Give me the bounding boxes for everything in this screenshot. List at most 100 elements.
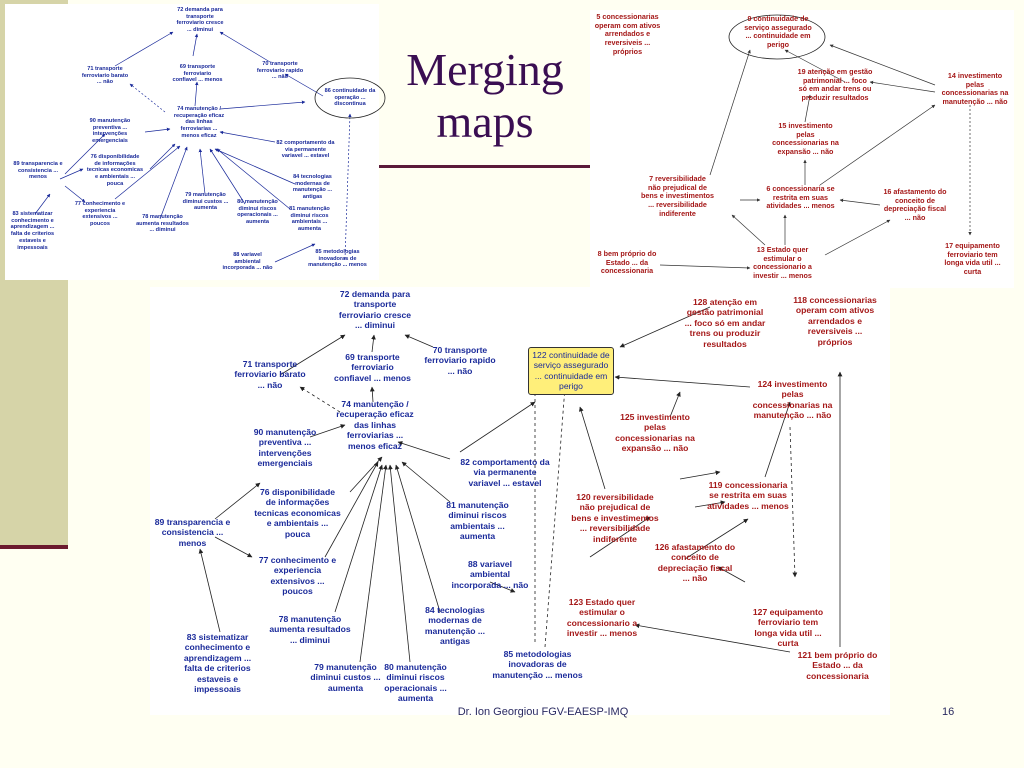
map-node: 124 investimento pelas concessionarias n… bbox=[752, 379, 833, 421]
map-node: 81 manutenção diminui riscos ambientais … bbox=[289, 206, 330, 233]
link bbox=[394, 464, 441, 613]
map-node: 76 disponibilidade de informações tecnic… bbox=[254, 487, 341, 539]
map-node: 71 transporte ferroviario barato ... não bbox=[234, 359, 306, 390]
map-node: 74 manutenção / recuperação eficaz das l… bbox=[173, 106, 225, 139]
link bbox=[824, 219, 891, 256]
link bbox=[679, 470, 721, 480]
map-node: 17 equipamento ferroviario tem longa vid… bbox=[944, 241, 1001, 276]
map-node: 14 investimento pelas concessionarias na… bbox=[941, 71, 1009, 106]
map-node: 86 continuidade da operação ... disconti… bbox=[324, 88, 376, 108]
map-node: 78 manutenção aumenta resultados ... dim… bbox=[269, 614, 351, 645]
link bbox=[149, 143, 176, 170]
link bbox=[219, 130, 276, 143]
link bbox=[359, 464, 388, 663]
link bbox=[324, 461, 379, 558]
map-node: 19 atenção em gestão patrimonial ... foc… bbox=[797, 67, 873, 102]
map-node: 72 demanda para transporte ferroviario c… bbox=[338, 289, 412, 331]
link bbox=[544, 386, 568, 648]
link bbox=[34, 193, 51, 215]
link bbox=[784, 49, 846, 83]
link bbox=[129, 83, 166, 113]
map-node: 128 atenção em gestão patrimonial ... fo… bbox=[684, 297, 766, 349]
map-node: 118 concessionarias operam com ativos ar… bbox=[793, 295, 877, 347]
map-node: 85 metodologias inovadoras de manutenção… bbox=[308, 249, 367, 269]
map-node: 88 variavel ambiental incorporada ... nã… bbox=[222, 252, 273, 272]
map-node: 123 Estado quer estimular o concessionar… bbox=[566, 597, 638, 639]
link bbox=[209, 148, 246, 205]
map-node: 77 conhecimento e experiencia extensivos… bbox=[74, 201, 126, 228]
link bbox=[114, 145, 181, 200]
map-node: 82 comportamento da via permanente varia… bbox=[460, 457, 550, 488]
map-node: 71 transporte ferroviario barato ... não bbox=[81, 66, 129, 86]
map-node: 121 bem próprio do Estado ... da concess… bbox=[797, 650, 878, 681]
map-node: 89 transparencia e consistencia ... meno… bbox=[13, 161, 63, 181]
map-node: 70 transporte ferroviario rapido ... não bbox=[256, 61, 304, 81]
link bbox=[804, 94, 812, 123]
title-divider bbox=[378, 165, 593, 168]
link bbox=[684, 518, 749, 560]
map-node: 120 reversibilidade não prejudical de be… bbox=[571, 492, 659, 544]
map-node: 70 transporte ferroviario rapido ... não bbox=[424, 345, 496, 376]
link bbox=[669, 391, 681, 418]
slide-title-line1: Merging bbox=[406, 44, 564, 95]
link bbox=[216, 148, 291, 210]
link bbox=[214, 536, 253, 558]
map-top-right-links bbox=[659, 14, 972, 270]
map-node: 125 investimento pelas concessionarias n… bbox=[615, 412, 695, 454]
link bbox=[192, 33, 199, 57]
link bbox=[717, 566, 746, 583]
slide-title-line2: maps bbox=[436, 96, 534, 147]
map-node: 69 transporte ferroviario confiavel ... … bbox=[172, 64, 223, 84]
map-node: 15 investimento pelas concessionarias na… bbox=[772, 121, 839, 156]
footer-author: Dr. Ion Georgiou FGV-EAESP-IMQ bbox=[457, 706, 629, 718]
left-accent-line bbox=[0, 545, 68, 549]
link bbox=[404, 334, 434, 348]
link bbox=[694, 500, 726, 508]
link bbox=[459, 401, 536, 453]
map-node: 79 manutenção diminui custos ... aumenta bbox=[182, 192, 229, 212]
map-node: 127 equipamento ferroviario tem longa vi… bbox=[752, 607, 824, 649]
link bbox=[388, 464, 411, 663]
map-node: 69 transporte ferroviario confiavel ... … bbox=[334, 352, 411, 383]
link bbox=[219, 100, 306, 110]
map-node: 6 concessionaria se restrita em suas ati… bbox=[766, 184, 835, 211]
link bbox=[369, 386, 375, 403]
link bbox=[789, 426, 798, 578]
link bbox=[64, 185, 86, 203]
link bbox=[214, 482, 261, 520]
link bbox=[371, 334, 376, 353]
link bbox=[489, 581, 516, 593]
highlight-ellipse bbox=[314, 77, 386, 119]
map-top-left: 72 demanda para transporte ferroviario c… bbox=[5, 4, 386, 280]
link bbox=[634, 623, 791, 653]
link bbox=[194, 81, 199, 107]
page-number: 16 bbox=[942, 706, 955, 718]
map-node: 74 manutenção / recuperação eficaz das l… bbox=[336, 399, 414, 451]
map-node: 76 disponibilidade de informações tecnic… bbox=[86, 154, 144, 187]
highlight-ellipse bbox=[728, 14, 826, 60]
link bbox=[198, 548, 221, 633]
map-node: 80 manutenção diminui riscos operacionai… bbox=[384, 662, 447, 704]
link bbox=[114, 31, 174, 67]
map-node: 72 demanda para transporte ferroviario c… bbox=[176, 7, 224, 34]
link bbox=[614, 374, 751, 388]
link bbox=[709, 49, 751, 176]
map-top-left-links bbox=[34, 31, 386, 263]
map-node: 5 concessionarias operam com ativos arre… bbox=[594, 12, 661, 56]
map-node: 80 manutenção diminui riscos operacionai… bbox=[237, 199, 278, 226]
link bbox=[159, 146, 188, 220]
map-node: 9 continuidade de serviço assegurado ...… bbox=[744, 14, 812, 49]
link bbox=[619, 306, 711, 348]
link bbox=[764, 401, 791, 478]
map-node: 8 bem próprio do Estado ... da concessio… bbox=[597, 249, 657, 276]
map-node: 13 Estado quer estimular o concessionari… bbox=[753, 245, 812, 280]
map-node: 126 afastamento do conceito de depreciaç… bbox=[654, 542, 736, 584]
link bbox=[829, 44, 936, 86]
link bbox=[214, 148, 296, 185]
link bbox=[59, 168, 84, 180]
link bbox=[839, 198, 881, 206]
link bbox=[64, 133, 106, 175]
map-node: 88 variavel ambiental incorporada ... nã… bbox=[451, 559, 529, 590]
link bbox=[279, 334, 346, 376]
